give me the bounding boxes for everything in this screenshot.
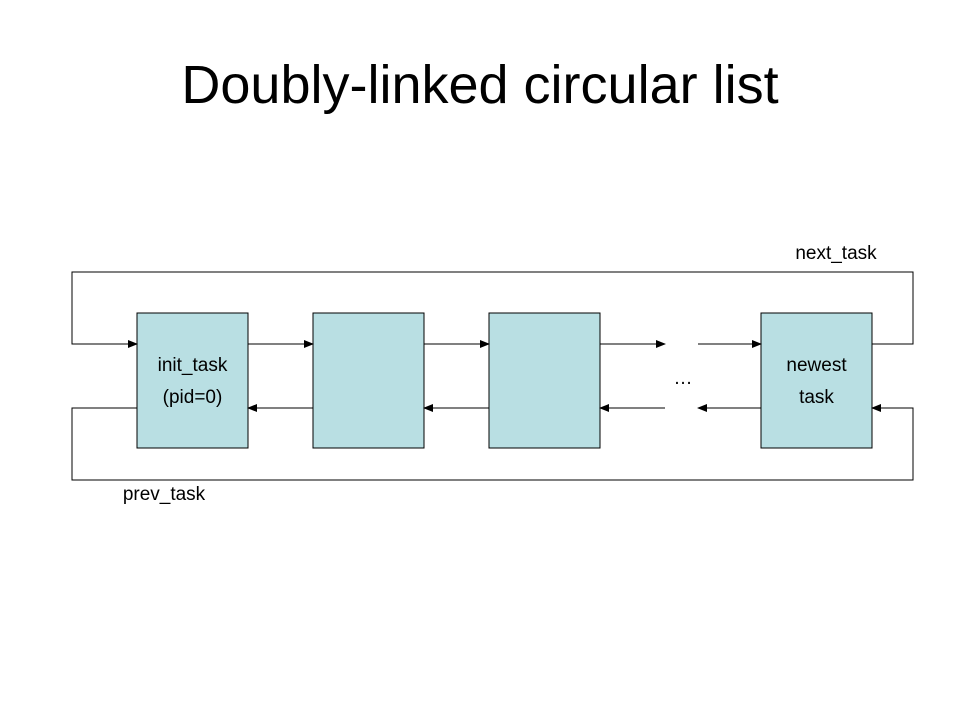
ellipsis-marker: … <box>674 368 693 389</box>
node-label-line-1: init_task <box>158 355 228 376</box>
node-box <box>312 312 425 449</box>
list-node-2 <box>312 312 425 449</box>
next-task-label: next_task <box>795 243 877 264</box>
next-wrap-arrow <box>71 271 914 348</box>
node-box <box>488 312 601 449</box>
slide-title: Doubly-linked circular list <box>181 55 779 115</box>
prev-task-label: prev_task <box>123 484 206 505</box>
node-box <box>136 312 249 449</box>
node-box <box>760 312 873 449</box>
node-label-line-1: newest <box>786 355 847 376</box>
list-node-newest-task: newest task <box>760 312 873 449</box>
list-node-init-task: init_task (pid=0) <box>136 312 249 449</box>
prev-wrap-arrow <box>71 404 914 481</box>
node-label-line-2: (pid=0) <box>163 387 223 408</box>
node-label-line-2: task <box>799 387 834 408</box>
list-node-3 <box>488 312 601 449</box>
